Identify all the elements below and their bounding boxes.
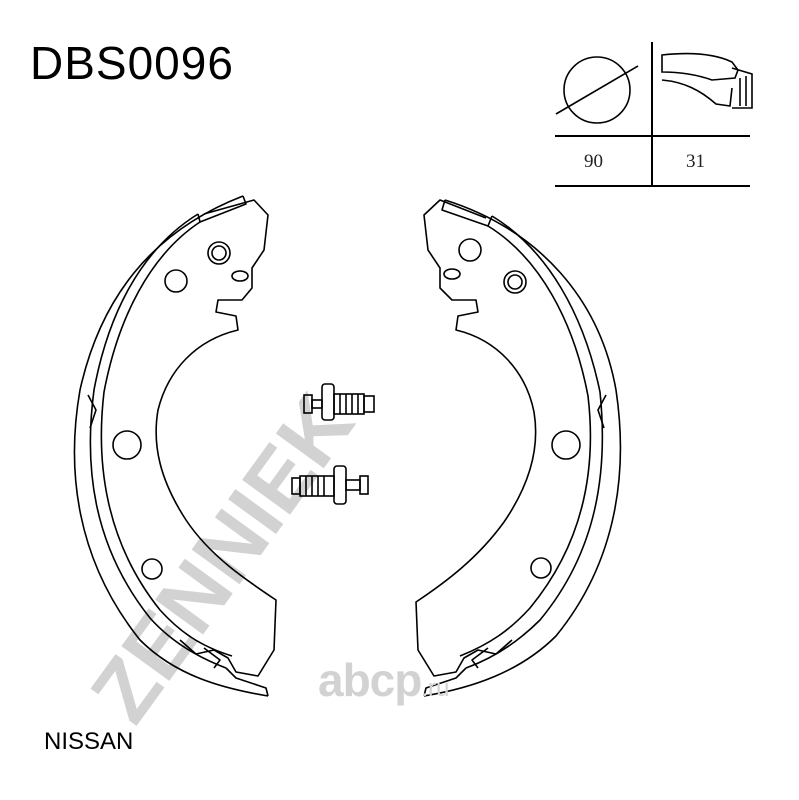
left-pin-hole bbox=[207, 241, 231, 265]
right-web-plate bbox=[415, 199, 537, 677]
brake-shoe-profile-icon bbox=[661, 52, 753, 109]
left-brake-shoe bbox=[73, 195, 277, 697]
left-middle-hole bbox=[112, 430, 142, 460]
width-value: 31 bbox=[686, 151, 705, 172]
right-middle-hole bbox=[551, 430, 581, 460]
site-watermark-name: abcp bbox=[318, 654, 422, 706]
left-lining-inner bbox=[89, 213, 227, 669]
right-lining-outer bbox=[423, 199, 622, 697]
diameter-icon bbox=[555, 56, 639, 124]
part-number: DBS0096 bbox=[30, 37, 234, 89]
left-rim bbox=[100, 221, 233, 657]
hold-down-pin-upper bbox=[303, 383, 375, 421]
right-lower-hole bbox=[530, 557, 552, 579]
right-upper-hole bbox=[458, 238, 482, 262]
diameter-value: 90 bbox=[584, 151, 603, 172]
left-slot bbox=[231, 270, 249, 282]
right-slot bbox=[443, 268, 461, 280]
dimension-table bbox=[555, 42, 750, 187]
left-lower-hole bbox=[141, 558, 163, 580]
right-rim bbox=[459, 225, 592, 657]
right-pin-hole bbox=[503, 270, 527, 294]
right-brake-shoe bbox=[415, 199, 622, 697]
manufacturer-label: NISSAN bbox=[44, 728, 134, 755]
left-lining-outer bbox=[73, 195, 269, 697]
site-watermark-tld: .ru bbox=[421, 675, 450, 702]
hold-down-pin-lower bbox=[291, 465, 369, 505]
left-web-plate bbox=[155, 199, 277, 677]
site-watermark: abcp.ru bbox=[318, 657, 449, 703]
right-lining-inner bbox=[465, 215, 604, 669]
left-upper-hole bbox=[164, 269, 188, 293]
